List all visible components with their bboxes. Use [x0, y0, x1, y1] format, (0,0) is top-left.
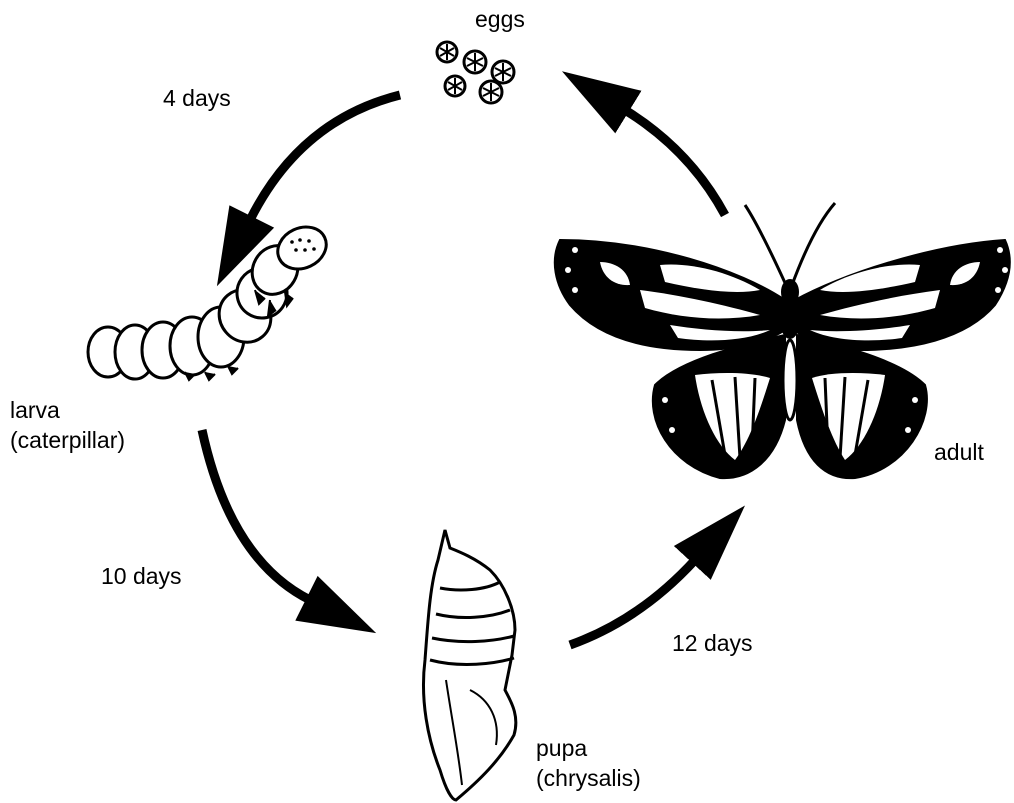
egg [480, 81, 502, 103]
caterpillar-illustration [88, 219, 333, 380]
larva-to-pupa-duration: 10 days [101, 561, 182, 591]
egg [437, 42, 457, 62]
eggs-label: eggs [475, 4, 525, 34]
egg [445, 76, 465, 96]
eggs-to-larva-duration: 4 days [163, 83, 231, 113]
larva-sublabel: (caterpillar) [10, 425, 125, 455]
adult-label: adult [934, 437, 984, 467]
pupa-sublabel: (chrysalis) [536, 763, 641, 793]
arrow-adult-to-eggs [625, 110, 725, 215]
arrow-eggs-to-larva [250, 95, 400, 220]
pupa-label: pupa [536, 733, 641, 763]
chrysalis-illustration [423, 530, 515, 800]
eggs-illustration [437, 42, 514, 103]
arrow-larva-to-pupa [202, 430, 310, 600]
pupa-label-group: pupa (chrysalis) [536, 733, 641, 793]
pupa-to-adult-duration: 12 days [672, 628, 753, 658]
egg [492, 61, 514, 83]
egg [464, 51, 486, 73]
larva-label-group: larva (caterpillar) [10, 395, 125, 455]
larva-label: larva [10, 395, 125, 425]
